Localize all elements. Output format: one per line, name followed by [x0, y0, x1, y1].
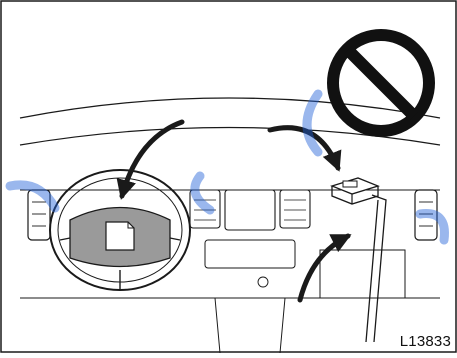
figure-border — [1, 1, 456, 352]
document-icon — [106, 222, 134, 250]
audio-unit — [225, 190, 275, 230]
dashboard-top-outline — [20, 98, 440, 118]
glove-box — [320, 250, 405, 298]
prohibition-icon — [333, 35, 429, 131]
device-cord — [372, 195, 386, 342]
climate-panel — [205, 240, 295, 268]
arrow-icon — [300, 236, 348, 300]
figure-code-label: L13833 — [400, 333, 451, 350]
center-console — [215, 298, 285, 353]
accessory-device-icon — [332, 178, 378, 204]
console-knob — [258, 277, 268, 287]
